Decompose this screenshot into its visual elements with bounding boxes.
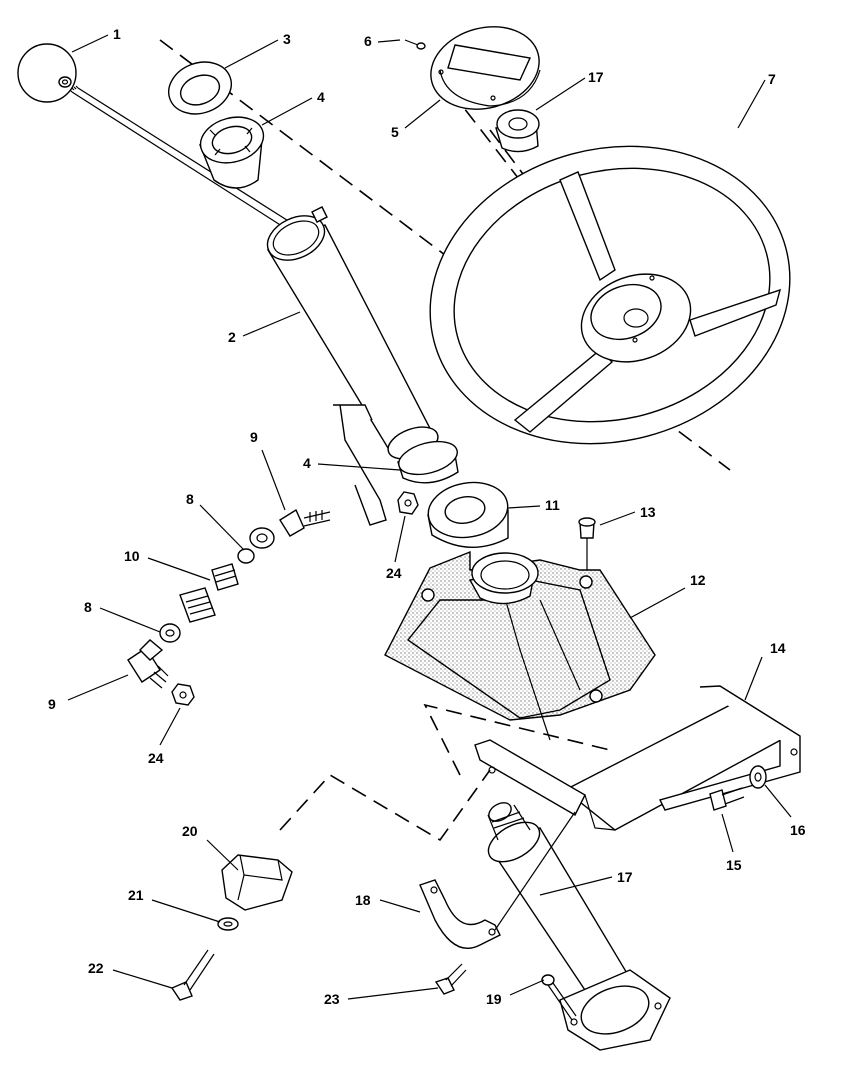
part-12-steering-shroud <box>384 550 656 741</box>
callout-14: 14 <box>770 640 786 656</box>
part-9-upper-fitting <box>279 508 331 537</box>
part-20-bracket-block <box>221 854 293 911</box>
callout-1: 1 <box>113 26 121 42</box>
part-24-upper-nut <box>397 491 419 515</box>
part-6-screw <box>404 39 426 50</box>
callout-8-lower: 8 <box>84 599 92 615</box>
part-4-upper-bushing <box>198 116 265 189</box>
part-16-washer <box>749 765 767 789</box>
part-7-steering-wheel <box>429 145 791 445</box>
part-3-ring <box>168 61 232 115</box>
callout-11: 11 <box>545 497 560 513</box>
part-21-washer <box>217 917 239 931</box>
callout-2: 2 <box>228 329 236 345</box>
callout-4-lower: 4 <box>303 455 311 471</box>
part-17-lower-steering-shaft <box>487 802 671 1051</box>
callout-12: 12 <box>690 572 706 588</box>
part-8-upper-nut <box>237 527 275 564</box>
callout-16: 16 <box>790 822 806 838</box>
part-15-bolt <box>709 787 745 811</box>
callout-9-lower: 9 <box>48 696 56 712</box>
part-9-lower-fitting <box>127 639 169 689</box>
part-22-bolt <box>170 949 215 1001</box>
callout-18: 18 <box>355 892 371 908</box>
callout-leader-lines <box>67 34 792 1000</box>
part-23-bolt <box>434 963 467 995</box>
part-24-lower-nut <box>171 683 195 706</box>
callout-20: 20 <box>182 823 198 839</box>
callout-17-upper: 17 <box>588 69 604 85</box>
callout-3: 3 <box>283 31 291 47</box>
callout-21: 21 <box>128 887 144 903</box>
callout-13: 13 <box>640 504 656 520</box>
part-17-upper-nut <box>495 109 540 153</box>
part-1-shift-knob-and-rod <box>17 43 291 229</box>
callout-labels: 1 3 4 6 5 17 7 2 4 9 8 11 13 10 12 24 8 … <box>48 26 806 1007</box>
callout-9-upper: 9 <box>250 429 258 445</box>
callout-24-lower: 24 <box>148 750 164 766</box>
callout-6: 6 <box>364 33 372 49</box>
callout-22: 22 <box>88 960 104 976</box>
callout-7: 7 <box>768 71 776 87</box>
callout-8-upper: 8 <box>186 491 194 507</box>
part-18-clamp <box>419 879 501 949</box>
callout-10: 10 <box>124 548 140 564</box>
callout-17-lower: 17 <box>617 869 633 885</box>
part-4-lower-bushing <box>397 440 459 484</box>
callout-23: 23 <box>324 991 340 1007</box>
callout-15: 15 <box>726 857 742 873</box>
part-19-bolt <box>541 974 577 1021</box>
callout-4-upper: 4 <box>317 89 325 105</box>
part-10-hose-fittings <box>179 563 239 623</box>
callout-24-upper: 24 <box>386 565 402 581</box>
part-11-spacer-ring <box>427 481 509 548</box>
callout-5: 5 <box>391 124 399 140</box>
callout-19: 19 <box>486 991 502 1007</box>
part-5-horn-cap <box>430 26 541 110</box>
part-8-lower-nut <box>159 623 181 643</box>
